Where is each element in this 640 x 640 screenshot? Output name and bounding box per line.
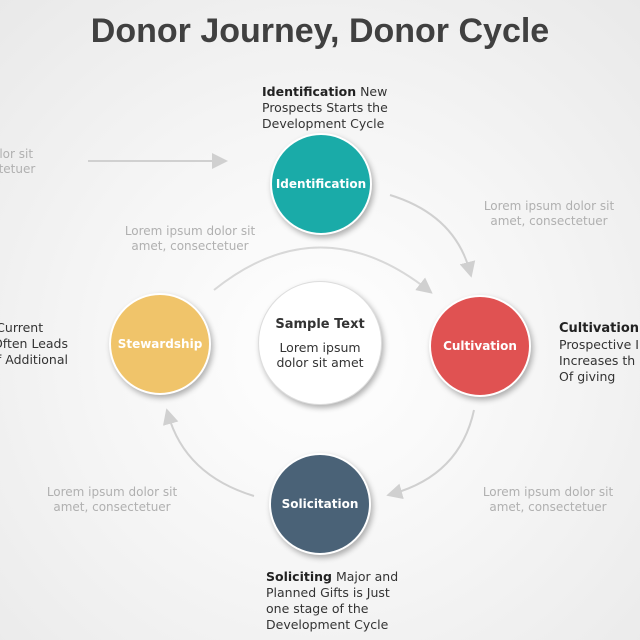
center-body-2: dolor sit amet	[276, 354, 364, 370]
stage-label: Cultivation	[443, 339, 517, 353]
center-title: Sample Text	[275, 316, 365, 332]
page-title: Donor Journey, Donor Cycle	[90, 12, 550, 50]
stage-label: Identification	[275, 177, 367, 191]
stage-label: Solicitation	[281, 497, 359, 511]
arrow-cultivation-to-solicitation	[386, 409, 475, 500]
center-body-1: Lorem ipsum	[279, 339, 361, 355]
stewardship-description: ng Current ell Often Leads of Additional	[0, 320, 68, 367]
center-circle: Sample Text Lorem ipsum dolor sit amet	[258, 281, 382, 405]
lorem-top-left: olor sitctetuer	[0, 147, 36, 176]
stage-solicitation[interactable]: Solicitation	[269, 453, 371, 555]
identification-description: Identification New Prospects Starts the …	[262, 84, 388, 131]
arrow-identification-to-cultivation	[389, 194, 476, 278]
soliciting-description: Soliciting Major and Planned Gifts is Ju…	[266, 569, 399, 632]
stage-stewardship[interactable]: Stewardship	[109, 293, 211, 395]
stage-identification[interactable]: Identification	[270, 133, 372, 235]
stage-label: Stewardship	[117, 337, 203, 351]
stage-cultivation[interactable]: Cultivation	[429, 295, 531, 397]
inner-arc-arrow	[213, 246, 433, 294]
cultivation-description: Cultivation Prospective I Increases th O…	[559, 321, 640, 384]
arrow-solicitation-to-stewardship	[162, 408, 255, 497]
